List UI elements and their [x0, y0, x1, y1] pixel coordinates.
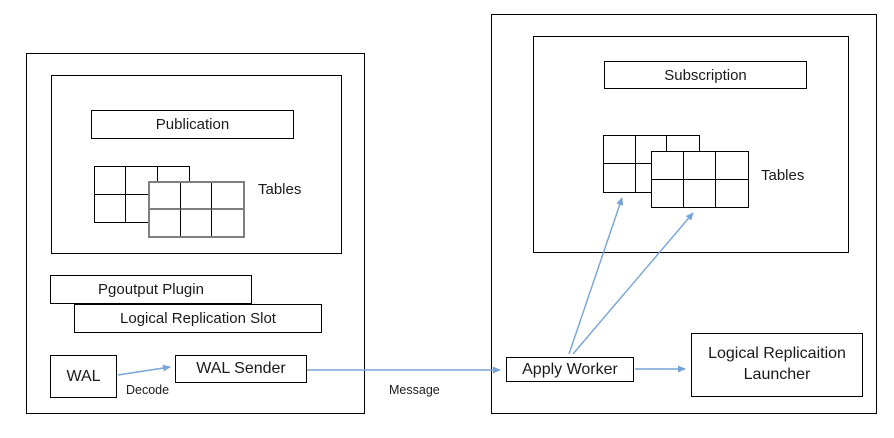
publisher-tables-label: Tables: [258, 181, 302, 198]
wal-label: WAL: [66, 367, 101, 385]
table-cell: [604, 136, 636, 164]
table-cell: [684, 152, 716, 180]
table-cell: [150, 183, 181, 210]
publication-group-box: [51, 75, 342, 254]
logical-replication-slot-box: Logical Replication Slot: [74, 304, 322, 333]
decode-label: Decode: [126, 383, 170, 397]
subscription-label: Subscription: [664, 66, 747, 84]
table-cell: [181, 209, 212, 236]
publisher-table-front-icon: [148, 181, 245, 238]
subscription-box: Subscription: [604, 61, 807, 89]
table-cell: [181, 183, 212, 210]
publication-label: Publication: [155, 116, 230, 133]
wal-box: WAL: [50, 355, 117, 398]
table-cell: [212, 183, 243, 210]
launcher-label-line1: Logical Replicaition: [708, 345, 846, 363]
table-cell: [604, 164, 636, 192]
wal-sender-box: WAL Sender: [175, 355, 307, 383]
logical-replication-slot-label: Logical Replication Slot: [120, 310, 276, 327]
table-cell: [126, 167, 158, 195]
logical-replication-launcher-box: Logical Replicaition Launcher: [691, 333, 863, 397]
publication-box: Publication: [91, 110, 294, 139]
pgoutput-plugin-box: Pgoutput Plugin: [50, 275, 252, 304]
table-cell: [150, 209, 181, 236]
table-cell: [95, 194, 127, 222]
publisher-outer-box: [26, 53, 365, 414]
message-label: Message: [389, 383, 440, 397]
table-cell: [716, 152, 748, 180]
apply-worker-box: Apply Worker: [506, 357, 634, 382]
launcher-label-line2: Launcher: [743, 366, 811, 383]
table-cell: [212, 210, 243, 237]
apply-worker-label: Apply Worker: [522, 360, 618, 378]
subscriber-table-front-icon: [651, 151, 749, 208]
table-cell: [95, 167, 127, 195]
pgoutput-plugin-label: Pgoutput Plugin: [98, 281, 204, 298]
subscriber-tables-label: Tables: [761, 167, 805, 184]
table-cell: [716, 180, 748, 208]
table-cell: [652, 152, 684, 180]
wal-sender-label: WAL Sender: [196, 360, 286, 377]
table-cell: [684, 179, 716, 207]
subscriber-outer-box: [491, 14, 877, 414]
table-cell: [652, 179, 684, 207]
